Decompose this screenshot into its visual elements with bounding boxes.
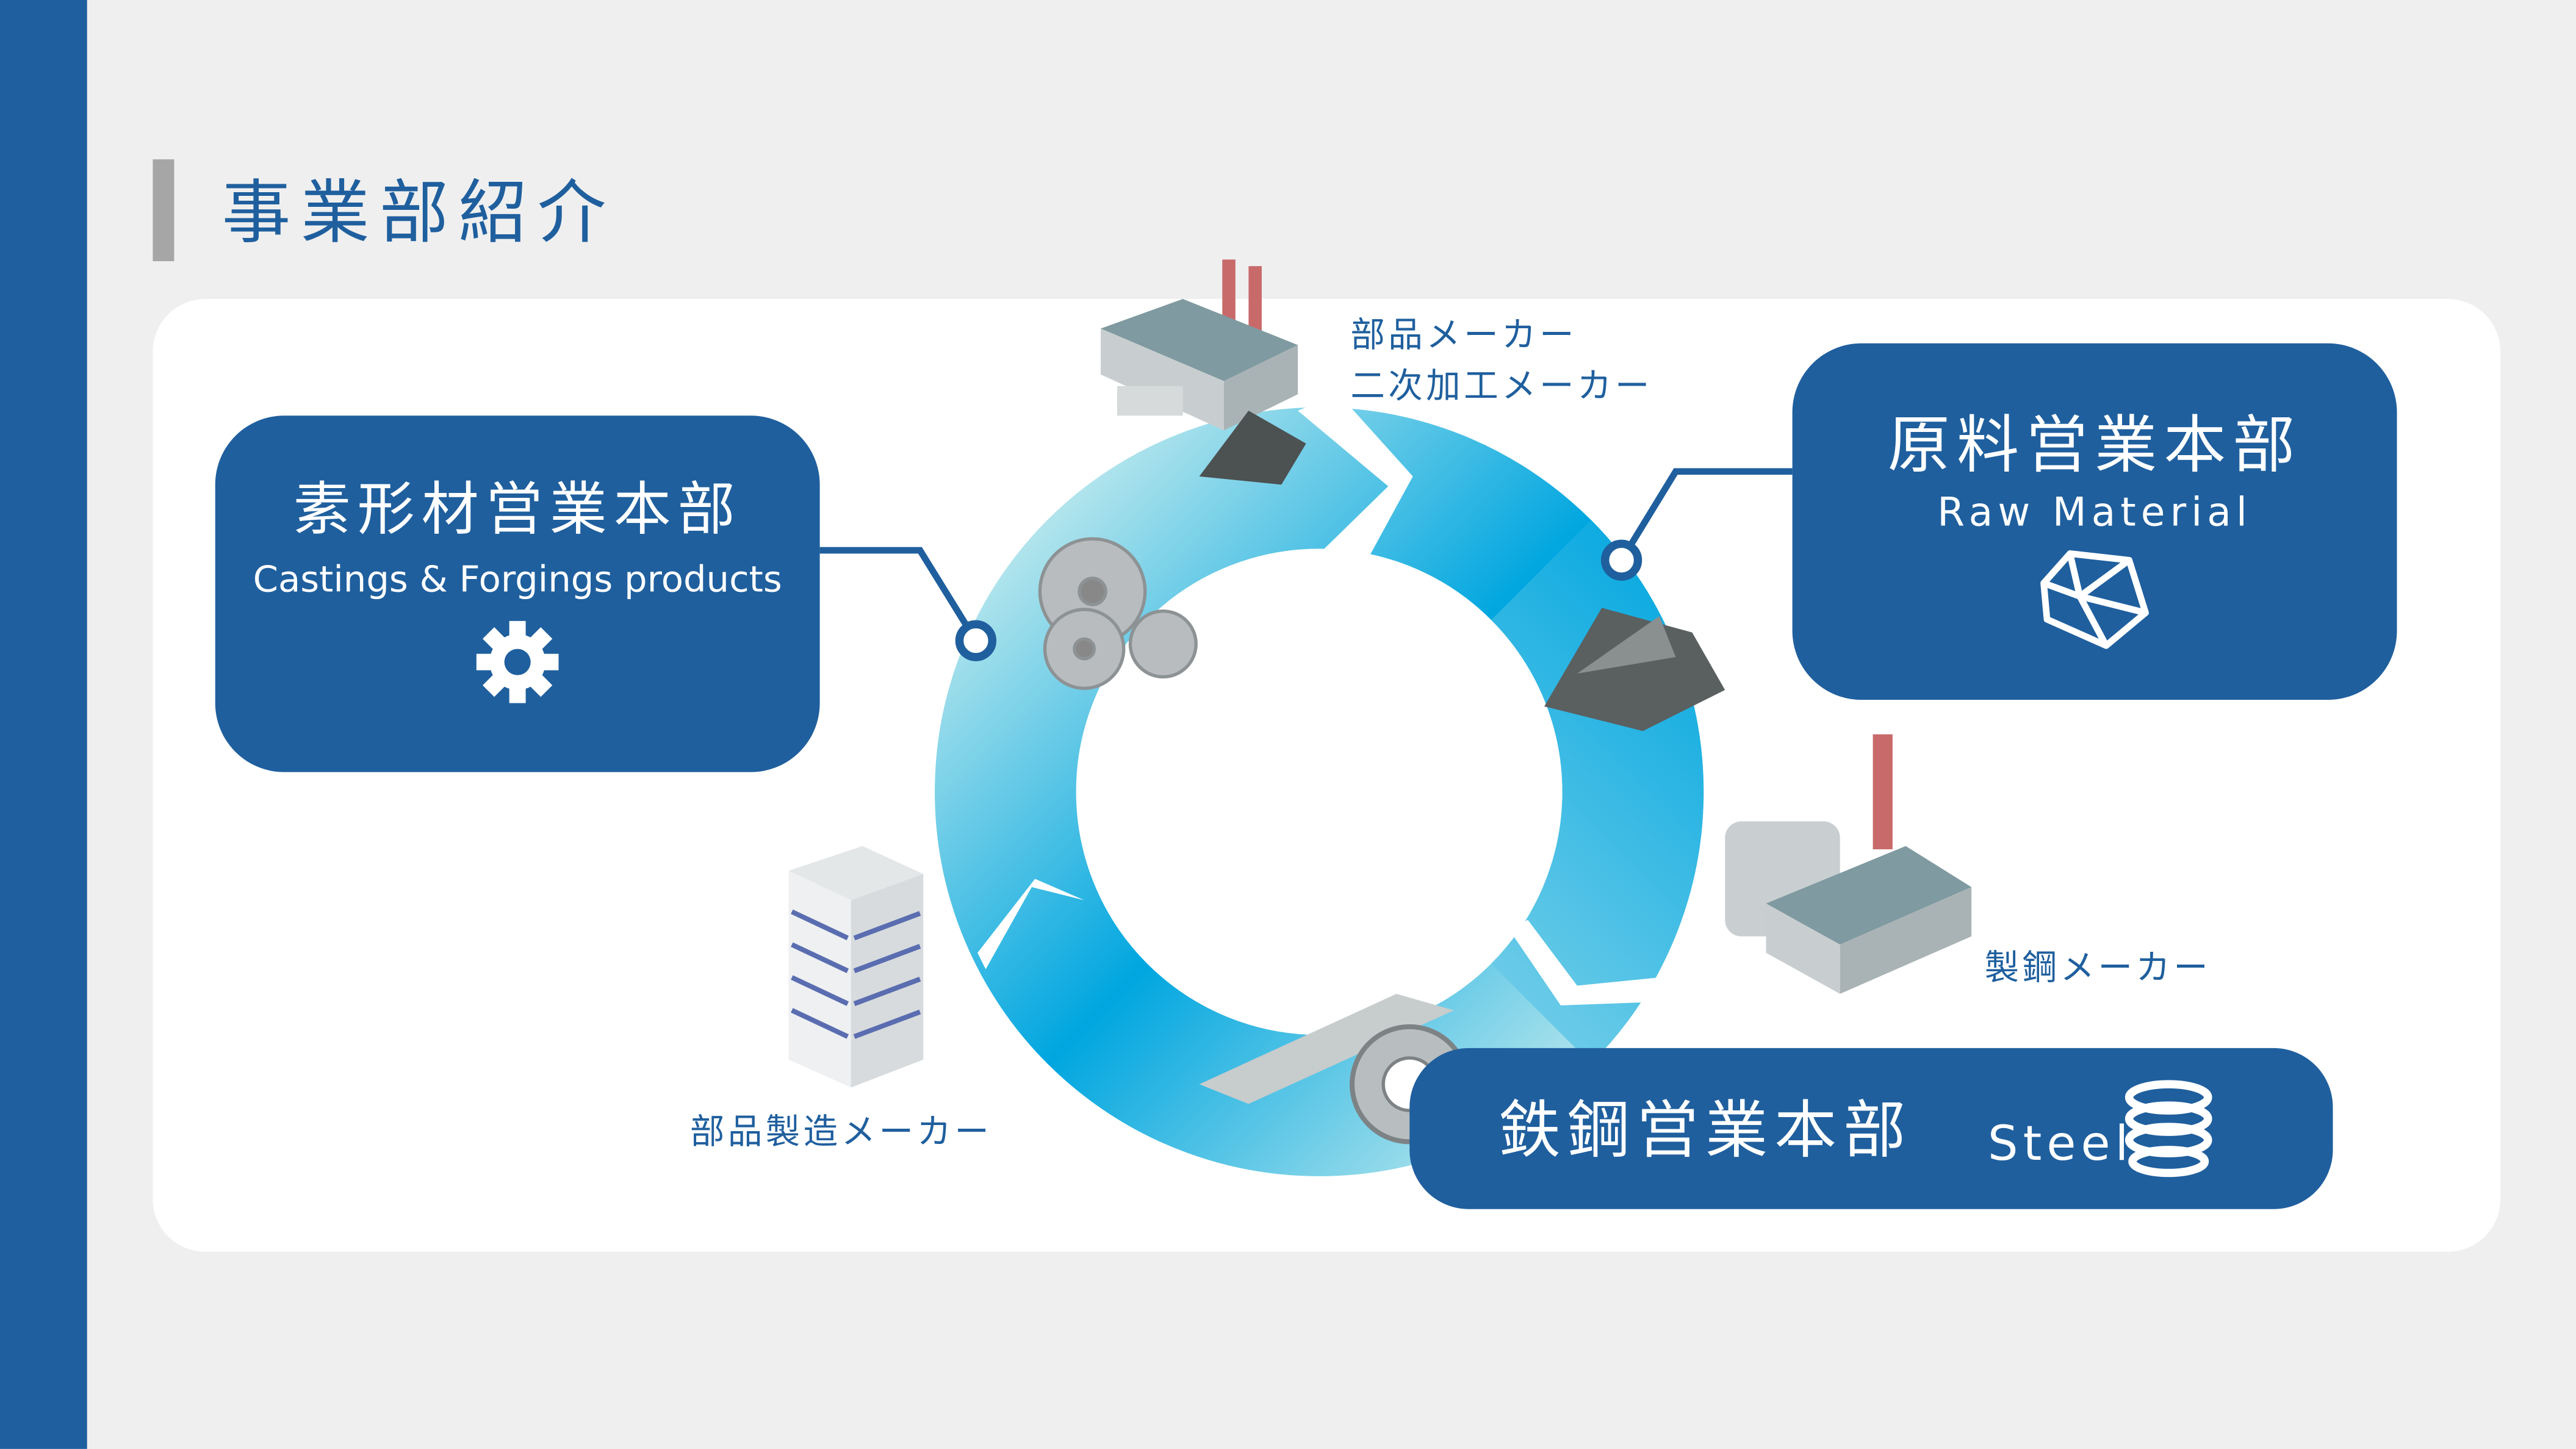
division-steel-card[interactable]: 鉄鋼営業本部 Steel — [1409, 1048, 2333, 1209]
sidebar-stripe — [0, 0, 87, 1449]
page-title: 事業部紹介 — [221, 172, 616, 253]
division-steel-name-jp: 鉄鋼営業本部 — [1498, 1094, 1913, 1167]
ring-segment — [935, 407, 1704, 1176]
steel-plant-illustration — [1725, 734, 1972, 994]
connector-dot — [955, 620, 997, 661]
arrow-gap — [1508, 919, 1660, 1005]
division-steel-name-en: Steel — [1988, 1115, 2134, 1171]
label-steelmaker: 製鋼メーカー — [1984, 947, 2212, 988]
label-secondary-processing-maker: 二次加工メーカー — [1350, 366, 1653, 406]
division-castings-name-jp: 素形材営業本部 — [293, 478, 742, 544]
gears-illustration — [1038, 537, 1198, 690]
connector-castings — [819, 547, 979, 642]
gear-icon — [476, 620, 559, 703]
division-raw-name-jp: 原料営業本部 — [1887, 409, 2302, 481]
arrow-gap — [977, 879, 1085, 969]
division-raw-name-en: Raw Material — [1937, 489, 2253, 536]
label-parts-maker: 部品メーカー — [1350, 315, 1577, 355]
division-castings-card[interactable]: 素形材営業本部 Castings & Forgings products — [215, 415, 820, 772]
label-parts-manufacturer: 部品製造メーカー — [689, 1112, 993, 1152]
arrow-gap — [1298, 394, 1413, 567]
spring-icon — [2124, 1080, 2212, 1178]
division-castings-name-en: Castings & Forgings products — [253, 560, 782, 602]
connector-dot — [1600, 539, 1642, 581]
factory-illustration-top — [1101, 259, 1298, 431]
title-accent-bar — [153, 159, 174, 262]
division-raw-card[interactable]: 原料営業本部 Raw Material — [1792, 343, 2397, 700]
scrap-illustration — [1199, 411, 1725, 732]
connector-raw — [1619, 468, 1793, 562]
office-building-illustration — [788, 846, 924, 1088]
crystal-icon — [2040, 550, 2149, 649]
